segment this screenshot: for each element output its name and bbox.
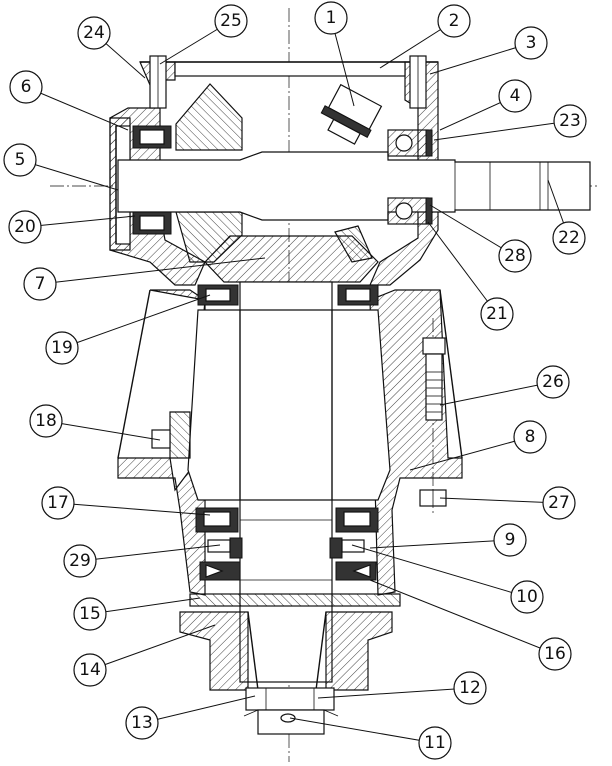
svg-text:14: 14 (79, 660, 101, 680)
svg-text:12: 12 (459, 678, 481, 698)
spacer-tube (187, 309, 391, 501)
callout-20: 20 (8, 210, 42, 244)
upper-tapered-bearing (197, 284, 379, 306)
svg-text:20: 20 (14, 217, 36, 237)
svg-text:15: 15 (79, 604, 101, 624)
callout-2: 2 (437, 4, 471, 38)
svg-text:29: 29 (69, 551, 91, 571)
svg-text:10: 10 (516, 587, 538, 607)
svg-text:19: 19 (51, 338, 73, 358)
crown-bevel-gear (204, 225, 379, 283)
callout-1: 1 (314, 1, 348, 35)
svg-text:17: 17 (47, 493, 69, 513)
callout-11: 11 (418, 726, 452, 760)
svg-text:24: 24 (83, 23, 105, 43)
callout-14: 14 (73, 653, 107, 687)
leader-lines (19, 17, 571, 744)
svg-text:9: 9 (505, 530, 516, 550)
callout-21: 21 (480, 297, 514, 331)
cover-plate (174, 61, 406, 77)
retaining-rings (207, 537, 365, 559)
svg-text:5: 5 (15, 150, 26, 170)
callout-15: 15 (73, 597, 107, 631)
callout-16: 16 (538, 637, 572, 671)
svg-text:1: 1 (326, 8, 337, 28)
callout-24: 24 (77, 16, 111, 50)
callout-9: 9 (493, 523, 527, 557)
input-tapered-bearing (132, 125, 172, 235)
pinion-bevel-gear (175, 83, 243, 263)
seal-plate (189, 593, 401, 607)
callout-18: 18 (29, 404, 63, 438)
callout-13: 13 (125, 706, 159, 740)
svg-text:4: 4 (510, 86, 521, 106)
callout-6: 6 (9, 70, 43, 104)
breather-plug (320, 83, 383, 145)
output-ball-bearing (387, 129, 433, 225)
mounting-stud (419, 318, 447, 514)
svg-text:22: 22 (558, 228, 580, 248)
svg-text:7: 7 (35, 274, 46, 294)
svg-text:16: 16 (544, 644, 566, 664)
svg-text:27: 27 (548, 493, 570, 513)
callout-3: 3 (514, 26, 548, 60)
svg-text:25: 25 (220, 11, 242, 31)
callout-12: 12 (453, 671, 487, 705)
svg-text:3: 3 (526, 33, 537, 53)
callout-8: 8 (513, 420, 547, 454)
svg-text:28: 28 (504, 246, 526, 266)
svg-text:8: 8 (525, 427, 536, 447)
callout-27: 27 (542, 486, 576, 520)
castle-nut (243, 687, 339, 735)
callout-17: 17 (41, 486, 75, 520)
callout-22: 22 (552, 221, 586, 255)
svg-text:18: 18 (35, 411, 57, 431)
svg-text:6: 6 (21, 77, 32, 97)
callout-29: 29 (63, 544, 97, 578)
callout-10: 10 (510, 580, 544, 614)
bottom-hub (179, 611, 393, 691)
svg-text:26: 26 (542, 372, 564, 392)
callout-19: 19 (45, 331, 79, 365)
callout-4: 4 (498, 79, 532, 113)
svg-text:13: 13 (131, 713, 153, 733)
callout-23: 23 (553, 104, 587, 138)
callout-7: 7 (23, 267, 57, 301)
svg-text:2: 2 (449, 11, 460, 31)
callout-25: 25 (214, 4, 248, 38)
callout-26: 26 (536, 365, 570, 399)
callout-5: 5 (3, 143, 37, 177)
lower-tapered-bearing (195, 507, 379, 533)
oil-plug (151, 411, 191, 459)
oil-seal (199, 561, 377, 581)
input-shaft (117, 151, 591, 221)
svg-text:21: 21 (486, 304, 508, 324)
callout-28: 28 (498, 239, 532, 273)
svg-text:11: 11 (424, 733, 446, 753)
svg-text:23: 23 (559, 111, 581, 131)
